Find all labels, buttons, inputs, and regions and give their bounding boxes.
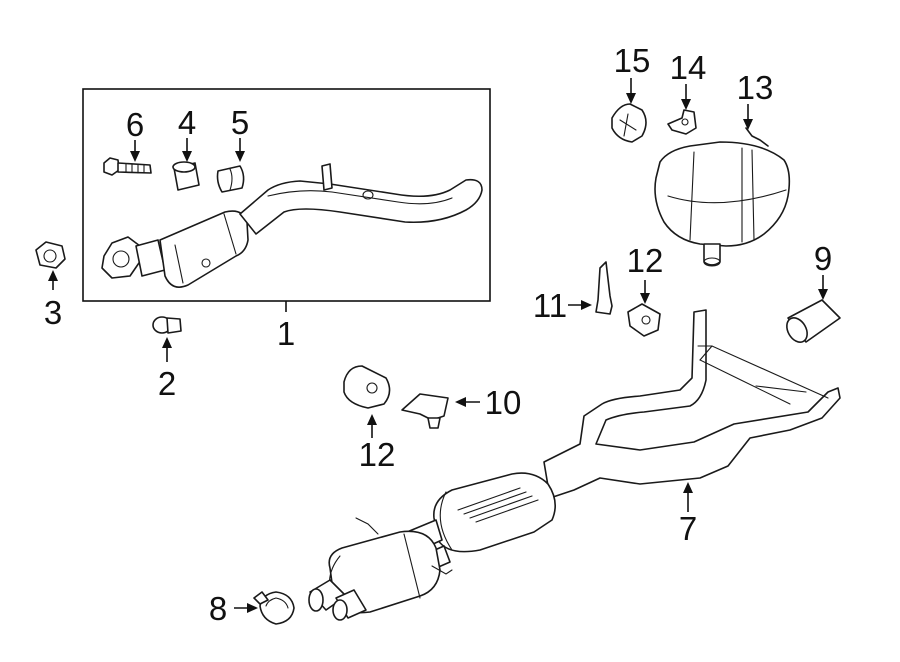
callout-4: 4 bbox=[178, 104, 196, 141]
pipe-bracket[interactable] bbox=[401, 393, 449, 429]
stud[interactable] bbox=[152, 316, 182, 334]
leader-lines bbox=[48, 78, 828, 613]
callout-5: 5 bbox=[231, 104, 249, 141]
bolt[interactable] bbox=[103, 157, 152, 176]
front-pipe-with-converter[interactable] bbox=[101, 163, 483, 288]
intermediate-pipe[interactable] bbox=[308, 309, 841, 621]
callout-11: 11 bbox=[533, 287, 567, 324]
callout-3: 3 bbox=[44, 294, 62, 331]
exhaust-tip[interactable] bbox=[783, 299, 841, 346]
hanger-isolator-rear[interactable] bbox=[611, 103, 647, 143]
callout-14: 14 bbox=[670, 49, 707, 86]
callout-7: 7 bbox=[679, 510, 697, 547]
rear-muffler[interactable] bbox=[654, 127, 791, 267]
callout-12-upper: 12 bbox=[627, 242, 664, 279]
callout-8: 8 bbox=[209, 590, 227, 627]
nut[interactable] bbox=[35, 241, 66, 269]
callout-12-lower: 12 bbox=[359, 436, 396, 473]
callout-2: 2 bbox=[158, 365, 176, 402]
callout-9: 9 bbox=[814, 240, 832, 277]
sleeve[interactable] bbox=[172, 161, 200, 191]
callout-15: 15 bbox=[614, 42, 651, 79]
clamp-gasket[interactable] bbox=[216, 165, 245, 193]
callout-6: 6 bbox=[126, 106, 144, 143]
callout-1: 1 bbox=[277, 315, 295, 352]
hanger-bracket[interactable] bbox=[595, 261, 613, 315]
callout-10: 10 bbox=[485, 384, 522, 421]
hanger-isolator-upper[interactable] bbox=[627, 303, 661, 337]
callout-13: 13 bbox=[737, 69, 774, 106]
hanger-isolator-lower[interactable] bbox=[343, 365, 391, 409]
exhaust-clamp[interactable] bbox=[253, 591, 295, 625]
muffler-bracket[interactable] bbox=[667, 109, 697, 135]
